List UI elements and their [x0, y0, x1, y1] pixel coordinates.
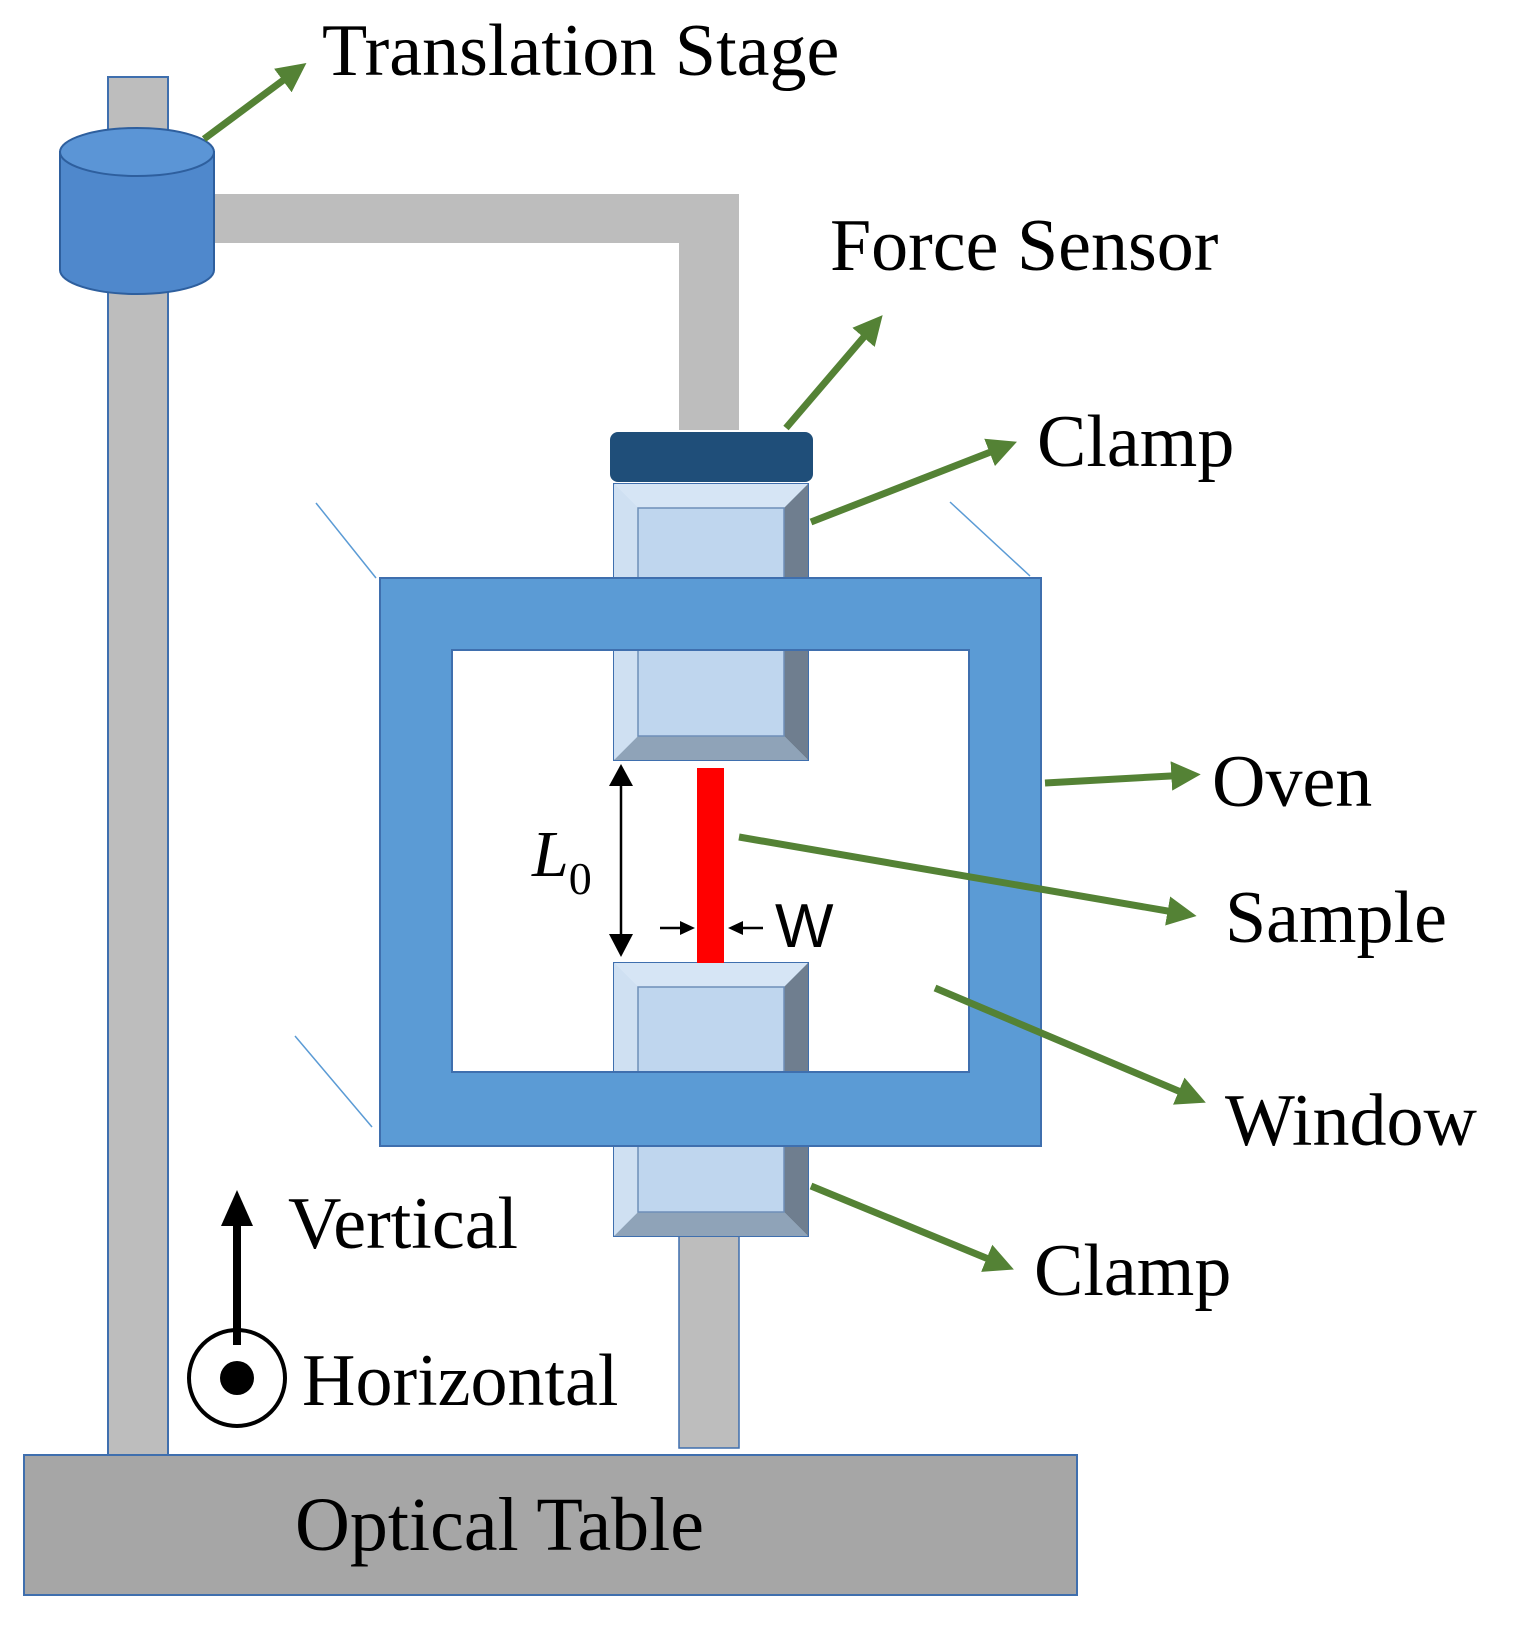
clamp-bottom-arrow: [809, 1182, 1014, 1272]
oven-arrow: [1044, 761, 1201, 791]
sample: [697, 768, 724, 963]
force-sensor-label: Force Sensor: [830, 205, 1218, 287]
force-sensor: [610, 432, 813, 482]
optical-table: [23, 1454, 1078, 1596]
oven-label: Oven: [1212, 741, 1372, 823]
callout-arrows: [201, 62, 1206, 1272]
length-symbol: L: [531, 818, 569, 891]
translation-stage-label: Translation Stage: [322, 10, 839, 92]
out-of-page-icon: [187, 1328, 287, 1428]
horizontal-label: Horizontal: [302, 1340, 618, 1422]
width-label: W: [775, 892, 834, 961]
length-label: L0: [531, 818, 592, 904]
left-post: [107, 76, 169, 1456]
sample-label: Sample: [1225, 877, 1447, 959]
support-arm: [200, 194, 739, 430]
length-dimension-arrow: [609, 764, 633, 957]
force-sensor-arrow: [783, 315, 883, 431]
length-subscript: 0: [569, 853, 592, 904]
clamp-bottom-label: Clamp: [1034, 1230, 1231, 1312]
translation-stage-arrow: [201, 62, 307, 142]
oven-perspective-lines: [294, 501, 1031, 1128]
translation-stage: [59, 127, 215, 295]
clamp-top-arrow: [809, 438, 1017, 526]
sample-arrow: [738, 833, 1197, 926]
orientation-indicator: [187, 1190, 287, 1428]
window-arrow: [933, 984, 1206, 1105]
lower-post: [678, 1235, 740, 1449]
window-label: Window: [1225, 1080, 1477, 1162]
vertical-label: Vertical: [288, 1183, 518, 1265]
clamp-top-label: Clamp: [1037, 401, 1234, 483]
width-dimension-arrows: [660, 921, 763, 935]
oven: [379, 577, 1042, 1147]
optical-table-label: Optical Table: [295, 1483, 704, 1567]
